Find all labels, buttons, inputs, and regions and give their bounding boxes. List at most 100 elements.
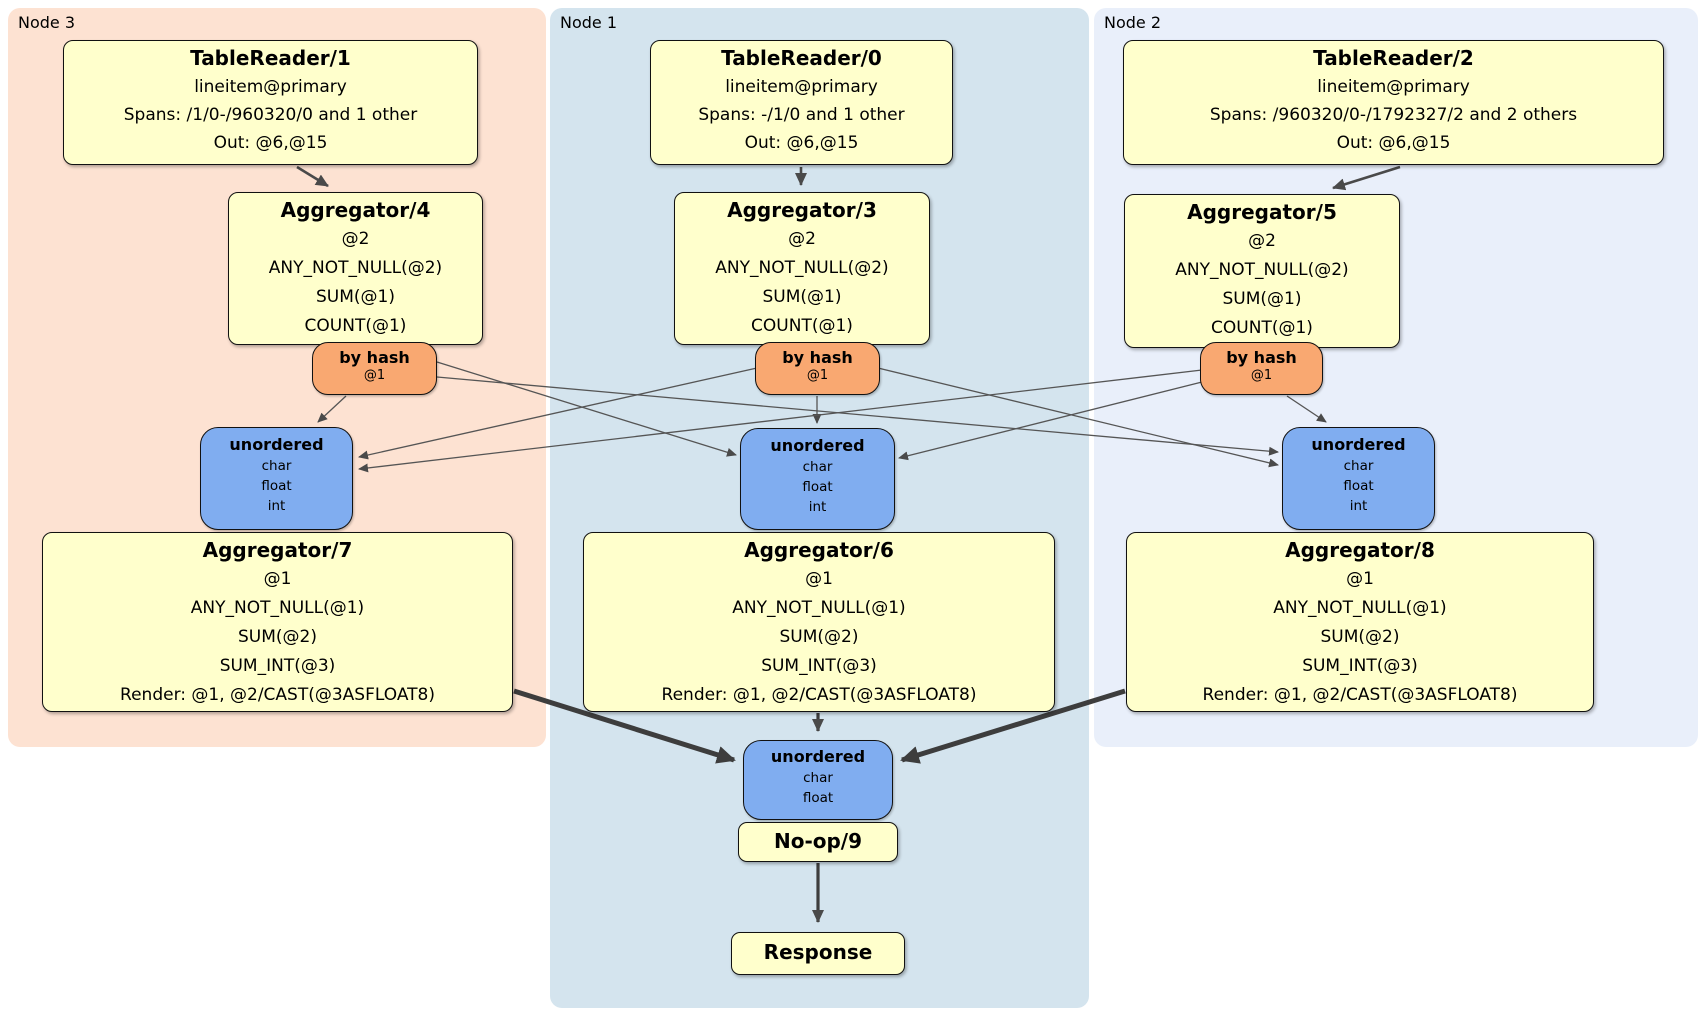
aggregator-6-fn-1: ANY_NOT_NULL(@1) (732, 598, 906, 618)
noop-label: No-op/9 (773, 829, 863, 853)
unordered-sync-node2: unordered char float int (1282, 427, 1435, 530)
aggregator-7-fn-1: ANY_NOT_NULL(@1) (190, 598, 365, 618)
tablereader-0-title: TableReader/0 (721, 46, 882, 70)
by-hash-router-node1: by hash @1 (755, 342, 880, 395)
tablereader-0-index: lineitem@primary (725, 77, 878, 97)
aggregator-8-title: Aggregator/8 (1285, 538, 1435, 562)
aggregator-3-fn-3: COUNT(@1) (751, 316, 853, 336)
aggregator-7-fn-2: SUM(@2) (238, 627, 317, 647)
tablereader-1-title: TableReader/1 (190, 46, 351, 70)
aggregator-4-fn-2: SUM(@1) (316, 287, 395, 307)
unordered-sync-node1-title: unordered (770, 436, 865, 455)
aggregator-7-group-cols: @1 (263, 569, 292, 589)
unordered-sync-final-type-1: float (802, 790, 834, 806)
unordered-sync-node2-type-1: float (1343, 478, 1374, 494)
unordered-sync-node1-type-2: int (808, 499, 827, 515)
unordered-sync-final: unordered char float (743, 740, 893, 820)
aggregator-6-fn-2: SUM(@2) (779, 627, 859, 647)
aggregator-5-fn-3: COUNT(@1) (1211, 318, 1313, 338)
edge-router1-to-sync2 (877, 367, 1279, 468)
edge-router3-to-sync3 (317, 395, 347, 423)
aggregator-6-box: Aggregator/6 @1 ANY_NOT_NULL(@1) SUM(@2)… (583, 532, 1055, 712)
by-hash-router-node2: by hash @1 (1200, 342, 1323, 395)
aggregator-3-box: Aggregator/3 @2 ANY_NOT_NULL(@2) SUM(@1)… (674, 192, 930, 345)
edge-router3-to-sync2 (436, 376, 1279, 456)
aggregator-5-group-cols: @2 (1248, 231, 1276, 251)
aggregator-5-title: Aggregator/5 (1187, 200, 1337, 224)
tablereader-2-title: TableReader/2 (1313, 46, 1474, 70)
unordered-sync-final-title: unordered (770, 747, 866, 766)
aggregator-5-fn-2: SUM(@1) (1222, 289, 1302, 309)
edge-router2-to-sync1 (898, 381, 1203, 461)
tablereader-1-out: Out: @6,@15 (213, 133, 328, 153)
unordered-sync-node1: unordered char float int (740, 428, 895, 530)
aggregator-4-fn-3: COUNT(@1) (304, 316, 407, 336)
aggregator-8-fn-2: SUM(@2) (1320, 627, 1400, 647)
response-label: Response (763, 940, 873, 964)
by-hash-router-node3-title: by hash (339, 348, 410, 367)
tablereader-1-index: lineitem@primary (194, 77, 347, 97)
node3-label: Node 3 (18, 13, 76, 32)
aggregator-6-group-cols: @1 (805, 569, 833, 589)
aggregator-6-render: Render: @1, @2/CAST(@3ASFLOAT8) (661, 685, 977, 705)
unordered-sync-node2-title: unordered (1311, 435, 1406, 454)
aggregator-3-fn-1: ANY_NOT_NULL(@2) (715, 258, 889, 278)
edge-router3-to-sync1 (436, 361, 737, 457)
aggregator-4-fn-1: ANY_NOT_NULL(@2) (268, 258, 443, 278)
tablereader-1-spans: Spans: /1/0-/960320/0 and 1 other (123, 105, 418, 125)
unordered-sync-node2-type-0: char (1343, 458, 1374, 474)
aggregator-8-box: Aggregator/8 @1 ANY_NOT_NULL(@1) SUM(@2)… (1126, 532, 1594, 712)
unordered-sync-node3-type-2: int (267, 498, 286, 514)
tablereader-0-box: TableReader/0 lineitem@primary Spans: -/… (650, 40, 953, 165)
edge-router2-to-sync2 (1286, 395, 1327, 423)
edge-router1-to-sync3 (358, 367, 758, 460)
aggregator-8-fn-1: ANY_NOT_NULL(@1) (1273, 598, 1447, 618)
by-hash-router-node2-key: @1 (1250, 368, 1273, 383)
tablereader-2-box: TableReader/2 lineitem@primary Spans: /9… (1123, 40, 1664, 165)
aggregator-3-group-cols: @2 (788, 229, 816, 249)
response-box: Response (731, 932, 905, 975)
aggregator-4-box: Aggregator/4 @2 ANY_NOT_NULL(@2) SUM(@1)… (228, 192, 483, 345)
by-hash-router-node3-key: @1 (363, 368, 386, 383)
tablereader-1-box: TableReader/1 lineitem@primary Spans: /1… (63, 40, 478, 165)
aggregator-7-box: Aggregator/7 @1 ANY_NOT_NULL(@1) SUM(@2)… (42, 532, 513, 712)
by-hash-router-node1-title: by hash (782, 348, 853, 367)
unordered-sync-final-type-0: char (803, 770, 833, 786)
unordered-sync-node1-type-0: char (802, 459, 833, 475)
unordered-sync-node3-type-1: float (261, 478, 292, 494)
tablereader-2-index: lineitem@primary (1317, 77, 1470, 97)
tablereader-2-spans: Spans: /960320/0-/1792327/2 and 2 others (1209, 105, 1578, 125)
aggregator-3-fn-2: SUM(@1) (762, 287, 842, 307)
node2-label: Node 2 (1104, 13, 1162, 32)
node1-label: Node 1 (560, 13, 618, 32)
by-hash-router-node1-key: @1 (806, 368, 829, 383)
aggregator-7-fn-3: SUM_INT(@3) (219, 656, 336, 676)
aggregator-8-render: Render: @1, @2/CAST(@3ASFLOAT8) (1202, 685, 1518, 705)
aggregator-7-title: Aggregator/7 (202, 538, 353, 562)
unordered-sync-node1-type-1: float (802, 479, 833, 495)
unordered-sync-node3-type-0: char (261, 458, 292, 474)
edge-agg8-to-final-sync (900, 688, 1126, 764)
aggregator-8-group-cols: @1 (1346, 569, 1374, 589)
by-hash-router-node2-title: by hash (1226, 348, 1297, 367)
edge-agg7-to-final-sync (513, 688, 736, 764)
unordered-sync-node3: unordered char float int (200, 427, 353, 530)
aggregator-8-fn-3: SUM_INT(@3) (1302, 656, 1418, 676)
aggregator-4-group-cols: @2 (341, 229, 370, 249)
noop-box: No-op/9 (738, 822, 898, 862)
edge-tr1-to-agg4 (296, 165, 329, 188)
aggregator-6-title: Aggregator/6 (744, 538, 894, 562)
tablereader-0-out: Out: @6,@15 (744, 133, 859, 153)
aggregator-5-fn-1: ANY_NOT_NULL(@2) (1175, 260, 1349, 280)
aggregator-7-render: Render: @1, @2/CAST(@3ASFLOAT8) (120, 685, 435, 705)
aggregator-3-title: Aggregator/3 (727, 198, 877, 222)
unordered-sync-node2-type-2: int (1349, 498, 1368, 514)
tablereader-0-spans: Spans: -/1/0 and 1 other (698, 105, 905, 125)
tablereader-2-out: Out: @6,@15 (1336, 133, 1451, 153)
edge-tr2-to-agg5 (1332, 165, 1401, 191)
unordered-sync-node3-title: unordered (229, 435, 324, 454)
aggregator-5-box: Aggregator/5 @2 ANY_NOT_NULL(@2) SUM(@1)… (1124, 194, 1400, 348)
by-hash-router-node3: by hash @1 (312, 342, 437, 395)
